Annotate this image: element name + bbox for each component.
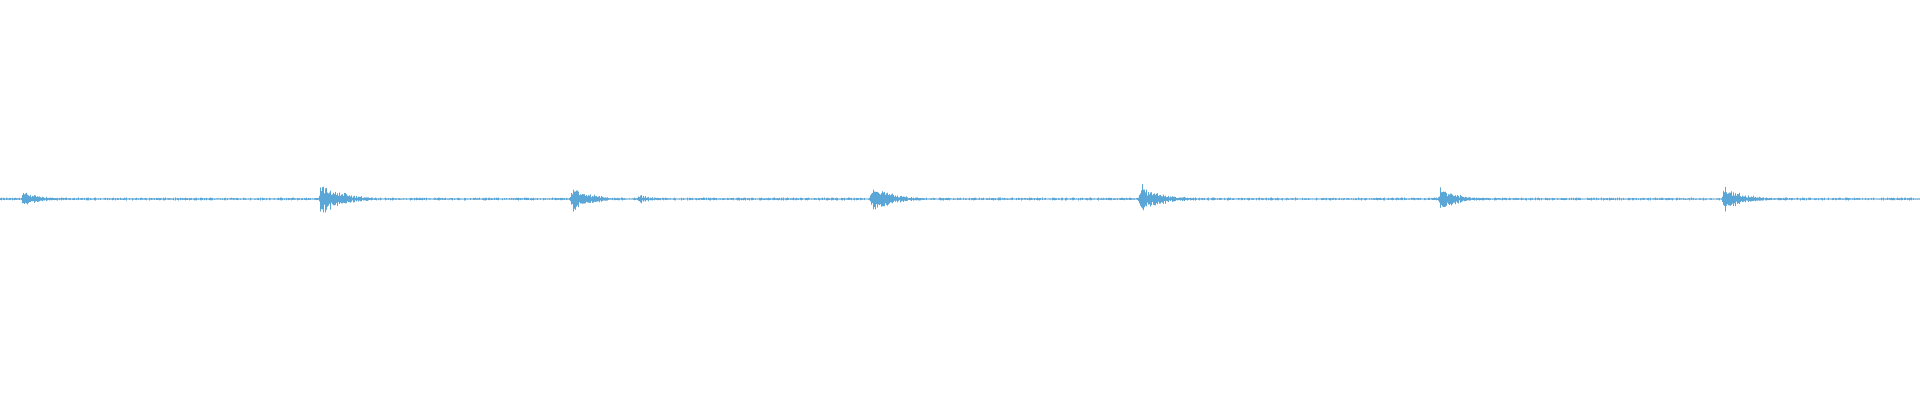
waveform-trace	[0, 184, 1920, 213]
waveform-samples	[0, 184, 1920, 213]
